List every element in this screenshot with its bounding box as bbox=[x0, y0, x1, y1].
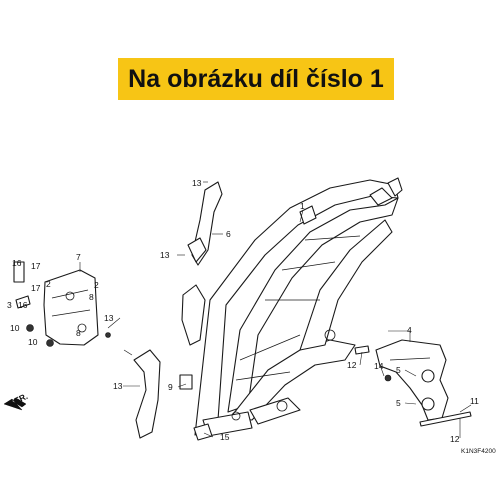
callout-13-mid: 13 bbox=[160, 250, 170, 260]
callout-2-left: 2 bbox=[46, 279, 51, 289]
diagram-code: K1N3F4200 bbox=[461, 448, 496, 455]
callout-10-top: 10 bbox=[10, 323, 20, 333]
callout-4: 4 bbox=[407, 325, 412, 335]
front-direction-arrow: FR. bbox=[3, 391, 30, 411]
callout-2-right: 2 bbox=[94, 280, 99, 290]
callout-9: 9 bbox=[168, 382, 173, 392]
callout-13-bottom: 13 bbox=[113, 381, 123, 391]
leader-lines bbox=[79, 181, 472, 438]
callout-15: 15 bbox=[220, 432, 230, 442]
callouts: 1 7 16 17 2 2 17 8 3 16 10 8 10 13 13 6 … bbox=[7, 178, 479, 444]
left-bracket-assembly bbox=[13, 261, 111, 347]
callout-16-mid: 16 bbox=[18, 300, 28, 310]
callout-13-left: 13 bbox=[104, 313, 114, 323]
callout-17-top: 17 bbox=[31, 261, 41, 271]
callout-12-left: 12 bbox=[347, 360, 357, 370]
callout-12-right: 12 bbox=[450, 434, 460, 444]
title-banner: Na obrázku díl číslo 1 bbox=[118, 58, 394, 100]
main-frame bbox=[194, 177, 403, 437]
callout-5-top: 5 bbox=[396, 365, 401, 375]
callout-8-top: 8 bbox=[89, 292, 94, 302]
banner-text: Na obrázku díl číslo 1 bbox=[128, 64, 384, 93]
callout-11: 11 bbox=[470, 396, 479, 406]
front-direction-label: FR. bbox=[13, 391, 30, 406]
rear-bracket bbox=[354, 339, 472, 427]
callout-5-bottom: 5 bbox=[396, 398, 401, 408]
callout-10-bottom: 10 bbox=[28, 337, 38, 347]
callout-7: 7 bbox=[76, 252, 81, 262]
callout-6: 6 bbox=[226, 229, 231, 239]
callout-3: 3 bbox=[7, 300, 12, 310]
callout-14: 14 bbox=[374, 361, 384, 371]
callout-16-top: 16 bbox=[12, 258, 22, 268]
callout-8-bottom: 8 bbox=[76, 328, 81, 338]
callout-17-mid: 17 bbox=[31, 283, 41, 293]
callout-13-top: 13 bbox=[192, 178, 202, 188]
front-brackets bbox=[133, 181, 223, 441]
callout-1: 1 bbox=[300, 201, 305, 211]
